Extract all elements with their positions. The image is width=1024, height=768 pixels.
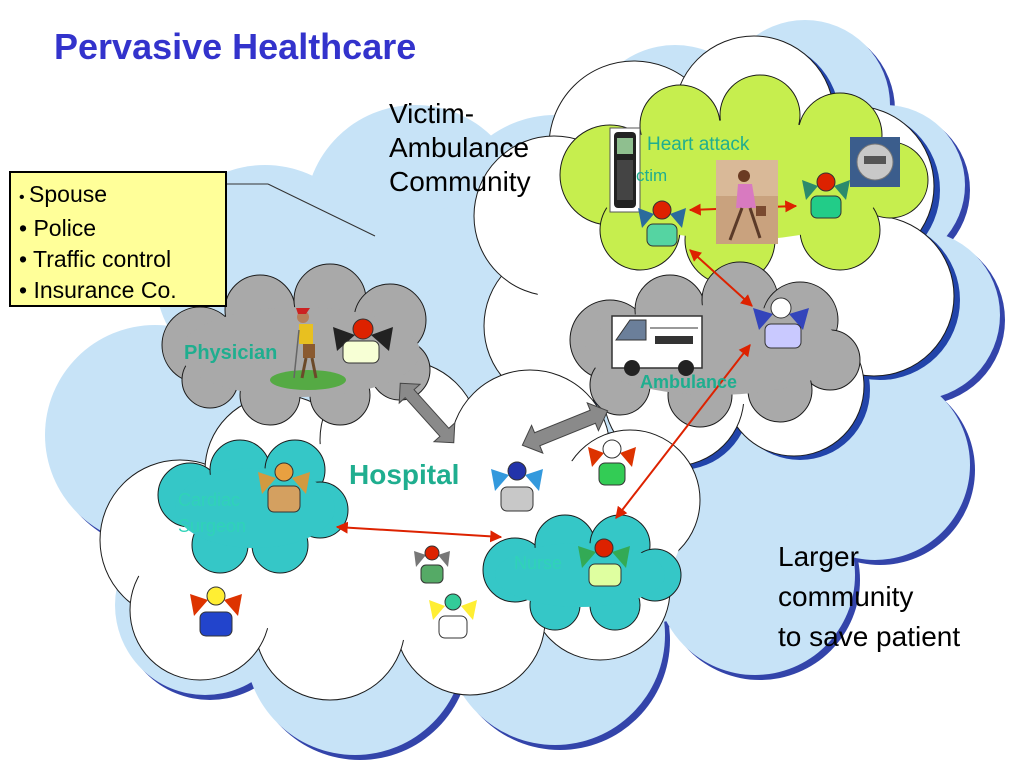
pacemaker-icon (850, 137, 900, 187)
victim-label: ctim (636, 166, 668, 185)
list-item: • Police (19, 213, 225, 244)
agent-face-icon (258, 462, 310, 513)
hospital-label: Hospital (349, 459, 460, 490)
agent-face-icon (802, 172, 850, 219)
cardiac-surgeon-label: Cardiac Surgeon (178, 490, 247, 536)
list-item-label: Spouse (29, 181, 108, 207)
bullet: • (19, 215, 34, 241)
bullet: • (19, 277, 34, 303)
link-surgeon-nurse (335, 521, 503, 543)
list-item: • Traffic control (19, 244, 225, 275)
bullet: • (19, 246, 34, 272)
agent-face-icon (753, 297, 809, 349)
agent-face-icon (491, 461, 543, 512)
agent-face-icon (638, 200, 686, 247)
woman-running-icon (716, 160, 778, 244)
callout-line (267, 183, 376, 237)
ambulance-van-icon (611, 315, 703, 376)
heart-attack-label: Heart attack (647, 134, 750, 155)
victim-ambulance-community-heading: Victim- Ambulance Community (389, 98, 531, 197)
link-victim-ambulance (689, 249, 753, 307)
list-item: • Spouse (19, 179, 225, 213)
agent-face-icon (578, 538, 630, 587)
nurse-cloud (482, 514, 682, 631)
list-item-label: Traffic control (33, 246, 172, 272)
double-arrow-physician-hospital (398, 382, 456, 444)
cell-phone-icon (609, 127, 641, 213)
nurse-label: Nurse (514, 553, 563, 573)
ambulance-label: Ambulance (640, 372, 738, 392)
link-ambulance-nurse (615, 344, 751, 519)
list-item-label: Police (33, 215, 97, 241)
agent-face-icon (190, 586, 242, 637)
agent-face-icon (588, 439, 636, 486)
physician-cloud (161, 263, 431, 426)
physician-label: Physician (184, 342, 278, 364)
agent-face-icon (333, 318, 393, 364)
bullet: • (19, 189, 30, 206)
double-arrow-hospital-ambulance (521, 401, 609, 455)
agent-face-icon (429, 593, 477, 639)
list-item-label: Insurance Co. (33, 277, 177, 303)
cardiac-surgeon-cloud (157, 439, 349, 574)
stakeholders-list: • Spouse • Police • Traffic control • In… (19, 179, 225, 306)
golfer-icon (270, 308, 346, 390)
list-item: • Insurance Co. (19, 275, 225, 306)
larger-community-heading: Larger community to save patient (778, 541, 961, 652)
page-title: Pervasive Healthcare (54, 26, 417, 67)
agent-face-icon (414, 545, 450, 584)
stakeholders-box: • Spouse • Police • Traffic control • In… (9, 171, 227, 307)
